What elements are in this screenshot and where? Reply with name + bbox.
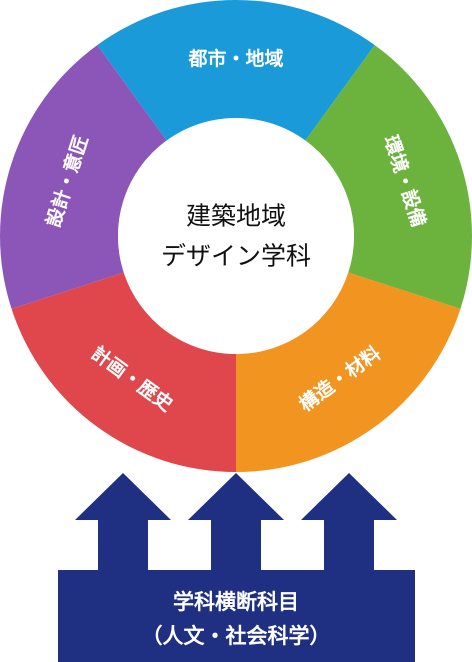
- segment-structure-materials: [236, 272, 461, 472]
- center-circle: [118, 118, 354, 354]
- center-title-line1: 建築地域: [186, 202, 286, 231]
- support-arrows: [75, 473, 397, 572]
- foundation-block: [58, 570, 415, 662]
- segment-urban-regional: [97, 0, 375, 141]
- foundation-title: 学科横断科目: [173, 590, 299, 614]
- up-arrow-icon: [301, 473, 397, 572]
- up-arrow-icon: [75, 473, 171, 572]
- ring: [0, 0, 472, 472]
- segment-label-urban-regional: 都市・地域: [187, 47, 283, 70]
- center-title-line2: デザイン学科: [161, 242, 311, 271]
- foundation-subtitle: （人文・社会科学）: [142, 624, 331, 648]
- segment-environment-equipment: [305, 45, 472, 309]
- up-arrow-icon: [188, 473, 284, 572]
- segment-planning-history: [11, 272, 237, 472]
- segment-design: [0, 45, 167, 309]
